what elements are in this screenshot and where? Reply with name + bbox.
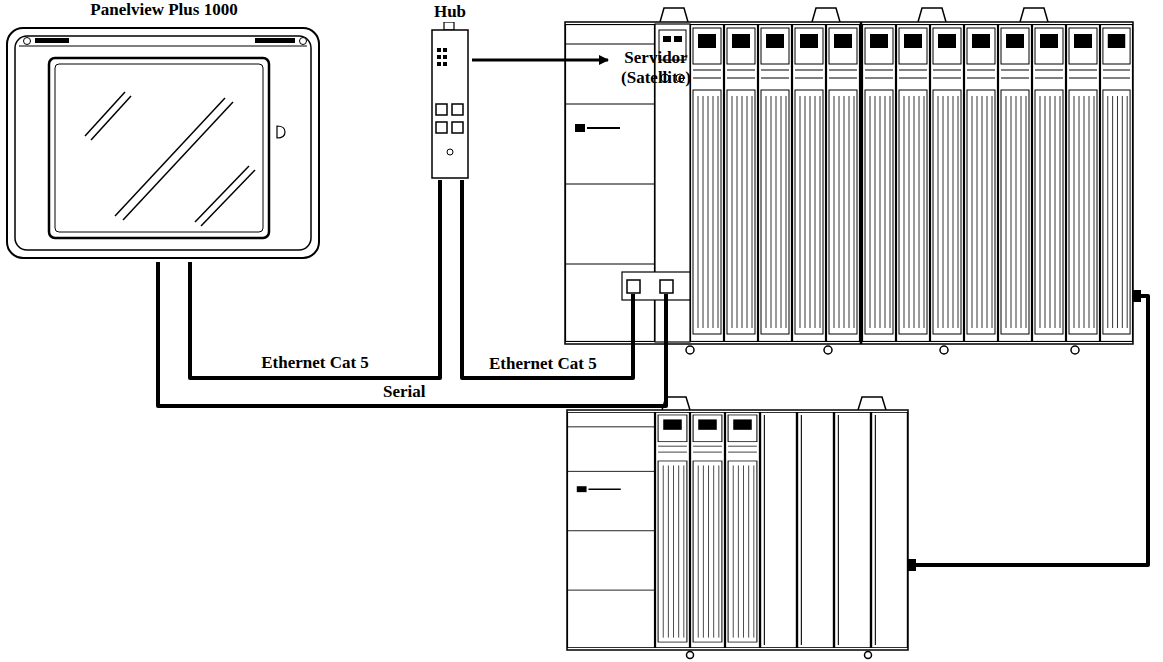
plc-rack xyxy=(565,8,1133,354)
panelview-terminal: Panelview Plus 1000 xyxy=(5,0,323,262)
cable-label: Ethernet Cat 5 xyxy=(486,354,600,374)
device-label: Panelview Plus 1000 xyxy=(5,0,323,20)
device-label: Hub xyxy=(428,2,472,22)
cable-label: Serial xyxy=(380,382,429,402)
arrow xyxy=(472,59,608,62)
cable-label: Ethernet Cat 5 xyxy=(258,353,372,373)
server-label: Servidor (Satellite) xyxy=(608,48,704,88)
panelview-illustration xyxy=(5,26,323,262)
plc-rack xyxy=(567,397,908,659)
hub-illustration xyxy=(428,22,472,180)
device-label: Servidor (Satellite) xyxy=(608,48,704,88)
network-hub: Hub xyxy=(428,2,472,180)
